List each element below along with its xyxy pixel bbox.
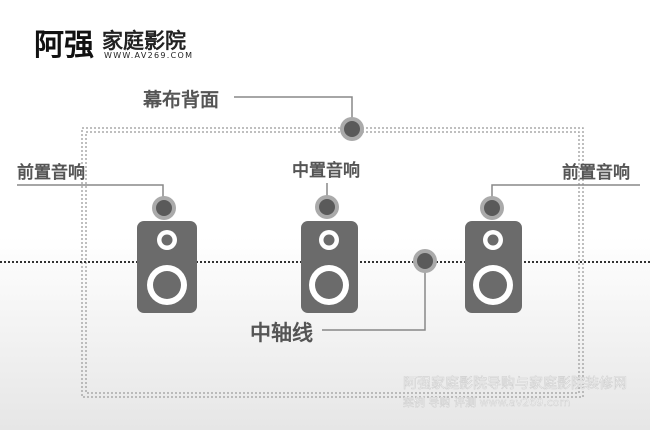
marker-axis [413, 249, 437, 273]
logo-url: WWW.AV269.COM [104, 51, 193, 60]
label-center-axis: 中轴线 [250, 321, 313, 345]
label-screen-back: 幕布背面 [142, 88, 219, 111]
label-front-right: 前置音响 [562, 162, 630, 183]
logo-sub: 家庭影院 [102, 29, 186, 53]
label-front-left: 前置音响 [17, 162, 85, 183]
logo: 阿强 家庭影院 WWW.AV269.COM [34, 28, 193, 63]
speaker-front-right-icon [465, 221, 522, 313]
speaker-front-left-icon [137, 221, 197, 313]
marker-front-left [152, 196, 176, 220]
logo-main: 阿强 [34, 28, 94, 63]
watermark-line1: 阿强家庭影院导购与家庭影院装修网 [403, 375, 627, 392]
marker-front-right [480, 196, 504, 220]
label-center: 中置音响 [292, 160, 360, 181]
marker-center [315, 195, 339, 219]
marker-screen [340, 117, 364, 141]
watermark-line2: 案例 导购 评测 www.av269.com [403, 395, 570, 409]
speaker-center-icon [301, 221, 358, 313]
